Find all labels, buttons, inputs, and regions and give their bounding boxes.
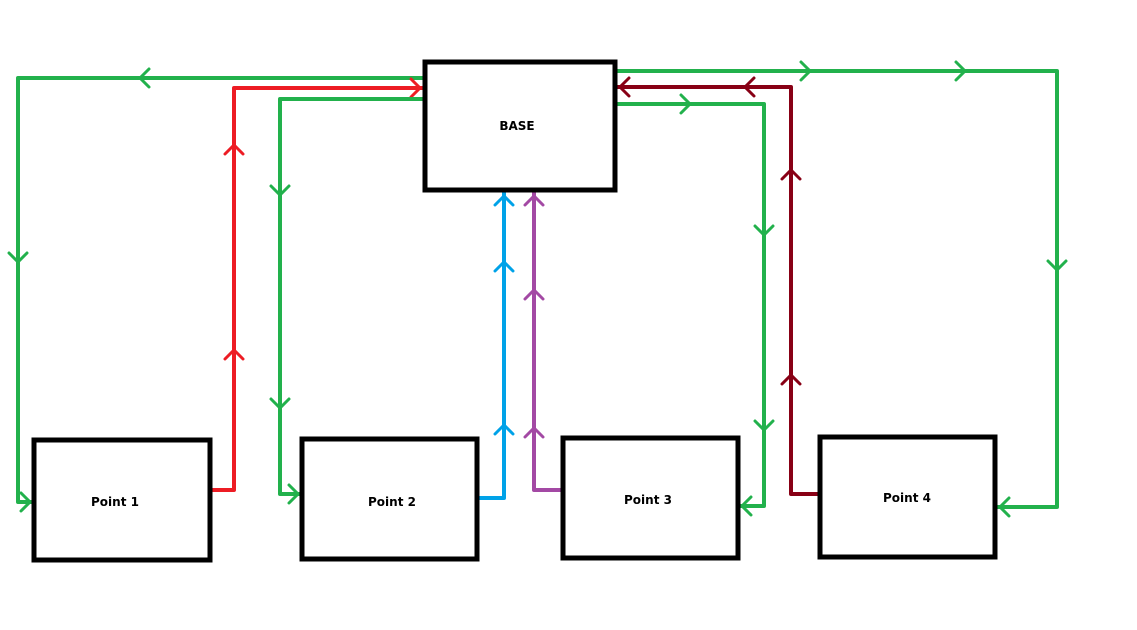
node-point-2-box [299,436,480,562]
arrow-down-icon [269,184,291,198]
node-point-4[interactable]: Point 4 [817,434,998,560]
arrow-up-icon [223,347,245,361]
arrow-up-icon [493,259,515,273]
arrow-left-icon [742,76,756,98]
edge-line [278,97,425,496]
arrow-down-icon [7,251,29,265]
edge-line [532,192,563,492]
node-base-label: BASE [499,119,534,133]
arrow-down-icon [753,419,775,433]
arrow-right-icon [799,60,813,82]
arrow-down-icon [269,397,291,411]
arrow-right-icon [287,483,301,505]
node-point-3-label: Point 3 [624,493,672,507]
arrow-left-icon [137,67,151,89]
node-base[interactable]: BASE [422,59,618,193]
edge-line [477,192,506,500]
node-point-4-label: Point 4 [883,491,931,505]
edge-line [615,69,1059,509]
arrow-right-icon [409,77,423,99]
node-point-4-box [817,434,998,560]
arrow-up-icon [493,193,515,207]
edge-line [615,85,820,496]
arrow-right-icon [954,60,968,82]
edge-base-to-p1 [7,67,425,513]
arrow-up-icon [493,422,515,436]
arrow-down-icon [753,224,775,238]
nodes-layer: BASE Point 1 Point 2 Point 3 Point 4 [31,59,998,563]
arrow-left-icon [617,76,631,98]
node-point-3[interactable]: Point 3 [560,435,741,561]
edge-p3-to-base [523,192,563,492]
arrow-down-icon [1046,259,1068,273]
node-point-2-label: Point 2 [368,495,416,509]
edge-base-to-p3 [615,93,775,517]
edge-p4-to-base [615,76,820,496]
arrow-up-icon [780,167,802,181]
edges-layer [7,60,1068,518]
edge-p1-to-base [210,77,425,492]
arrow-up-icon [780,372,802,386]
arrow-left-icon [739,495,753,517]
node-point-2[interactable]: Point 2 [299,436,480,562]
arrow-right-icon [19,491,33,513]
edge-p2-to-base [477,192,515,500]
arrow-right-icon [679,93,693,115]
arrow-up-icon [523,193,545,207]
edge-base-to-p4 [615,60,1068,518]
edge-base-to-p2 [269,97,425,505]
node-point-1-label: Point 1 [91,495,139,509]
arrow-left-icon [997,496,1011,518]
node-base-box [422,59,618,193]
edge-line [16,76,425,504]
arrow-up-icon [523,287,545,301]
arrow-up-icon [523,425,545,439]
arrow-up-icon [223,142,245,156]
node-point-1-box [31,437,213,563]
edge-line [210,86,425,492]
node-point-1[interactable]: Point 1 [31,437,213,563]
node-point-3-box [560,435,741,561]
